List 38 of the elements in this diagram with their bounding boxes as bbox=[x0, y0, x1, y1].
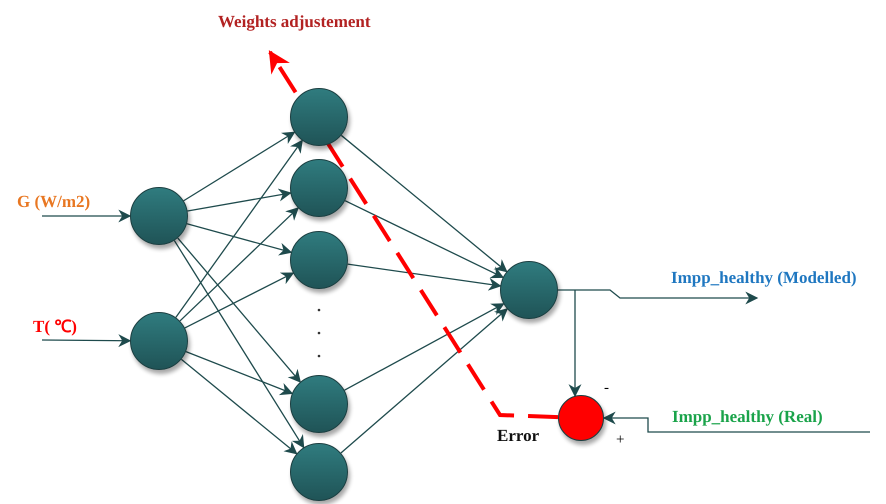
arrow bbox=[344, 200, 504, 278]
neuron-circle bbox=[290, 159, 348, 217]
neuron-circle bbox=[290, 443, 348, 501]
arrow bbox=[558, 289, 758, 304]
dashed-arrow bbox=[268, 50, 558, 420]
arrow bbox=[344, 303, 505, 391]
neuron-circle bbox=[290, 375, 348, 433]
edge-label: T( ℃) bbox=[33, 317, 77, 337]
edge-label: Impp_healthy (Real) bbox=[672, 407, 823, 427]
neuron-circle bbox=[500, 261, 558, 319]
edge-label: G (W/m2) bbox=[17, 192, 90, 212]
arrow bbox=[181, 358, 298, 454]
arrow bbox=[175, 140, 303, 318]
arrow bbox=[183, 132, 296, 202]
edge-label: Impp_healthy (Modelled) bbox=[671, 268, 857, 288]
arrow bbox=[174, 240, 304, 448]
arrow bbox=[177, 238, 302, 383]
arrow bbox=[187, 188, 292, 212]
neuron-circle bbox=[290, 231, 348, 289]
error-label: Error bbox=[497, 426, 540, 446]
arrow bbox=[340, 134, 508, 272]
arrow bbox=[186, 351, 294, 396]
neuron-circle bbox=[130, 312, 188, 370]
arrow bbox=[340, 308, 508, 454]
arrow bbox=[568, 290, 582, 398]
sign-label: + bbox=[616, 431, 624, 450]
error-circle bbox=[558, 395, 604, 441]
arrow bbox=[42, 334, 132, 348]
arrow bbox=[42, 210, 132, 222]
edge-label: Weights adjustement bbox=[218, 12, 371, 32]
arrow bbox=[184, 272, 294, 328]
arrow bbox=[180, 207, 299, 322]
sign-label: - bbox=[604, 379, 609, 398]
arrow bbox=[186, 223, 292, 256]
neuron-circle bbox=[130, 187, 188, 245]
arrow bbox=[348, 263, 502, 291]
neuron-circle bbox=[290, 88, 348, 146]
arrow bbox=[602, 412, 870, 433]
